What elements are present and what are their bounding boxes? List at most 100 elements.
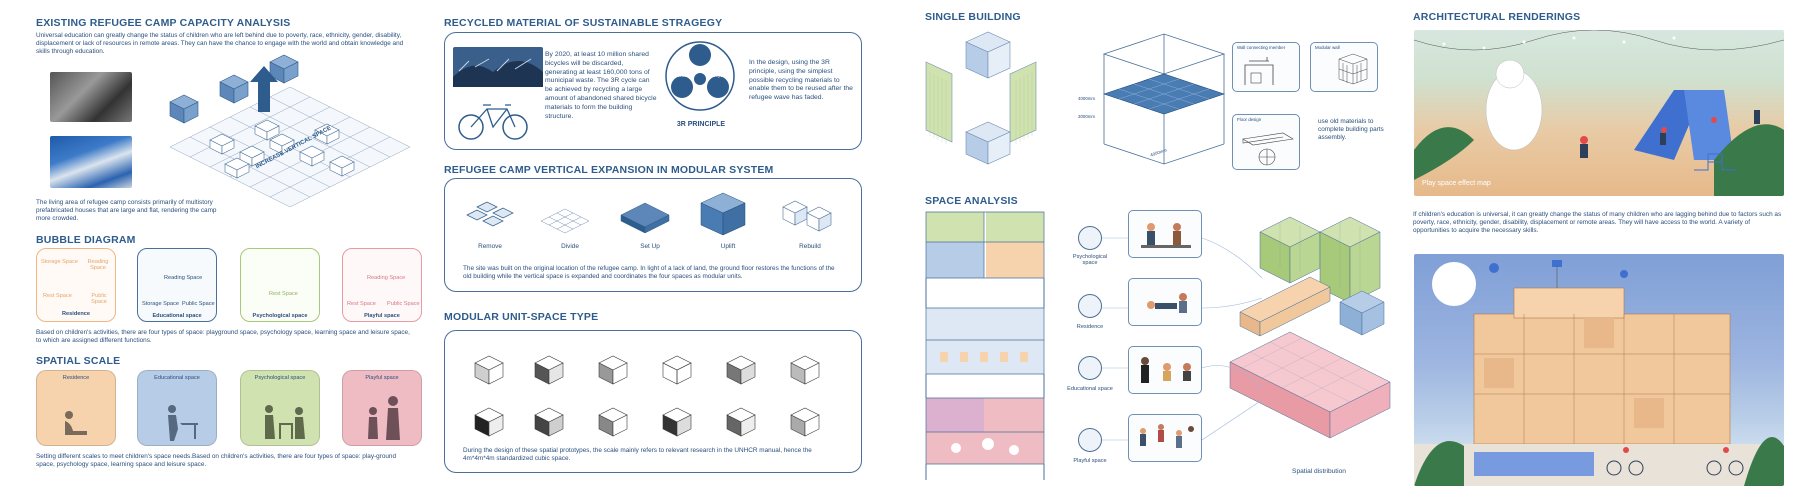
- people-talking-icon: [1141, 223, 1191, 248]
- space-label-residence: Residence: [1076, 324, 1104, 330]
- child-table-icon: [265, 405, 305, 439]
- connector-drawing: [1244, 57, 1274, 85]
- home-icon: [1078, 294, 1102, 318]
- recycle-title: RECYCLED MATERIAL OF SUSTAINABLE STRAGEG…: [444, 17, 723, 29]
- detail-label: Wall connecting member: [1237, 45, 1286, 50]
- play-space-scene: [1414, 30, 1784, 196]
- expansion-title: REFUGEE CAMP VERTICAL EXPANSION IN MODUL…: [444, 164, 774, 176]
- scale-label: Playful space: [365, 375, 399, 381]
- camp-isometric-grid: [169, 54, 411, 208]
- recycle-panel: By 2020, at least 10 million shared bicy…: [444, 32, 862, 150]
- book-icon: [1078, 356, 1102, 380]
- step-uplift: Uplift: [720, 243, 736, 250]
- bubble-item: Storage Space: [41, 259, 79, 265]
- vignette-educational: [1128, 346, 1202, 394]
- bubble-item: Rest Space: [269, 291, 298, 297]
- bubble-name: Educational space: [152, 313, 202, 319]
- module-frame-axonometric: [1102, 33, 1226, 165]
- recycle-text: By 2020, at least 10 million shared bicy…: [545, 51, 657, 120]
- scale-psychological: Psychological space: [240, 370, 320, 446]
- bubble-name: Residence: [62, 311, 90, 317]
- bubble-item: Public Space: [387, 301, 420, 307]
- bubble-psychological: Rest Space Psychological space: [240, 248, 320, 322]
- expansion-steps-icons: [466, 192, 832, 236]
- child-sitting-icon: [65, 411, 87, 435]
- people-studying-icon: [1141, 357, 1191, 383]
- camp-capacity-title: EXISTING REFUGEE CAMP CAPACITY ANALYSIS: [36, 17, 291, 29]
- detail-label: Modular wall: [1315, 45, 1340, 50]
- children-playing-icon: [1140, 424, 1194, 448]
- space-label-playful: Playful space: [1073, 458, 1107, 464]
- play-icon: [1078, 428, 1102, 452]
- dim-label: 3000mm: [1078, 114, 1096, 119]
- camp-photo-interior: [50, 72, 132, 122]
- building-scene: [1414, 260, 1784, 486]
- bubble-playful: Reading Space Rest Space Public Space Pl…: [342, 248, 422, 322]
- dim-label: 4000mm: [1078, 96, 1096, 101]
- expansion-panel: Remove Divide Set Up Uplift Rebuild The …: [444, 178, 862, 292]
- principle-label: 3R PRINCIPLE: [676, 121, 726, 128]
- step-divide: Divide: [561, 243, 579, 250]
- bubble-item: Public Space: [91, 293, 107, 305]
- modular-text: During the design of these spatial proto…: [463, 447, 812, 463]
- modular-wall-detail: Modular wall: [1310, 42, 1378, 92]
- expansion-text: The site was built on the original locat…: [463, 265, 835, 281]
- recycle-label: Recycle: [709, 73, 727, 78]
- three-r-cycle-icon: [665, 41, 735, 111]
- bubble-educational: Reading Space Storage Space Public Space…: [137, 248, 217, 322]
- renderings-title: ARCHITECTURAL RENDERINGS: [1413, 11, 1581, 23]
- child-standing-icon: [368, 396, 400, 440]
- heart-icon: [1078, 226, 1102, 250]
- child-desk-icon: [168, 405, 198, 441]
- space-label-educational: Educational space: [1067, 386, 1113, 392]
- floor-design-detail: Floor design: [1232, 114, 1300, 170]
- bubble-item: Rest Space: [347, 301, 376, 307]
- distribution-label: Spatial distribution: [1292, 468, 1346, 475]
- wall-connector-detail: Wall connecting member: [1232, 42, 1300, 92]
- scale-label: Residence: [62, 375, 90, 381]
- bubble-residence: Storage Space Reading Space Rest Space P…: [36, 248, 116, 322]
- floor-drawing: [1242, 132, 1294, 166]
- camp-photo-tents: [50, 136, 132, 188]
- single-building-title: SINGLE BUILDING: [925, 11, 1021, 23]
- scale-text: Setting different scales to meet childre…: [36, 453, 397, 469]
- bubble-item: Storage Space: [142, 301, 180, 307]
- modular-panel: During the design of these spatial proto…: [444, 330, 862, 473]
- principle-text: In the design, using the 3R principle, u…: [749, 59, 853, 102]
- render-caption: Play space effect map: [1422, 180, 1491, 187]
- modular-title: MODULAR UNIT-SPACE TYPE: [444, 311, 599, 323]
- render-text: If children's education is universal, it…: [1413, 211, 1782, 235]
- exploded-module-diagram: [925, 31, 1037, 165]
- bubble-item: Reading Space: [367, 275, 406, 281]
- vignette-residence: [1128, 278, 1202, 326]
- bubble-text: Based on children's activities, there ar…: [36, 329, 410, 345]
- step-remove: Remove: [478, 243, 502, 250]
- reuse-label: Reuse: [693, 91, 707, 96]
- materials-text: use old materials to complete building p…: [1318, 118, 1384, 142]
- living-area-text: The living area of refugee camp consists…: [36, 199, 217, 223]
- rendering-play-space: Play space effect map: [1414, 30, 1784, 196]
- step-rebuild: Rebuild: [799, 243, 821, 250]
- connector-lines: [1102, 237, 1263, 441]
- spatial-distribution-diagram: [1229, 216, 1391, 439]
- scale-playful: Playful space: [342, 370, 422, 446]
- scale-label: Educational space: [154, 375, 200, 381]
- people-resting-icon: [1147, 293, 1187, 313]
- bicycle-icon: [458, 104, 528, 140]
- space-label-psychological: Psychological space: [1072, 254, 1108, 266]
- vignette-playful: [1128, 414, 1202, 462]
- reduce-label: Reduce: [676, 73, 692, 78]
- intro-text: Universal education can greatly change t…: [36, 32, 404, 56]
- bubble-item: Rest Space: [43, 293, 72, 299]
- vignette-psychological: [1128, 210, 1202, 258]
- bubble-item: Reading Space: [87, 259, 109, 271]
- unit-space-types: [474, 355, 820, 437]
- bubble-diagram-title: BUBBLE DIAGRAM: [36, 234, 136, 246]
- bubble-name: Playful space: [364, 313, 400, 319]
- detail-label: Floor design: [1237, 117, 1262, 122]
- spatial-scale-title: SPATIAL SCALE: [36, 355, 121, 367]
- section-elevations: [925, 211, 1045, 480]
- bubble-name: Psychological space: [252, 313, 308, 319]
- bicycle-pile-photo: [453, 47, 543, 87]
- bubble-item: Public Space: [182, 301, 215, 307]
